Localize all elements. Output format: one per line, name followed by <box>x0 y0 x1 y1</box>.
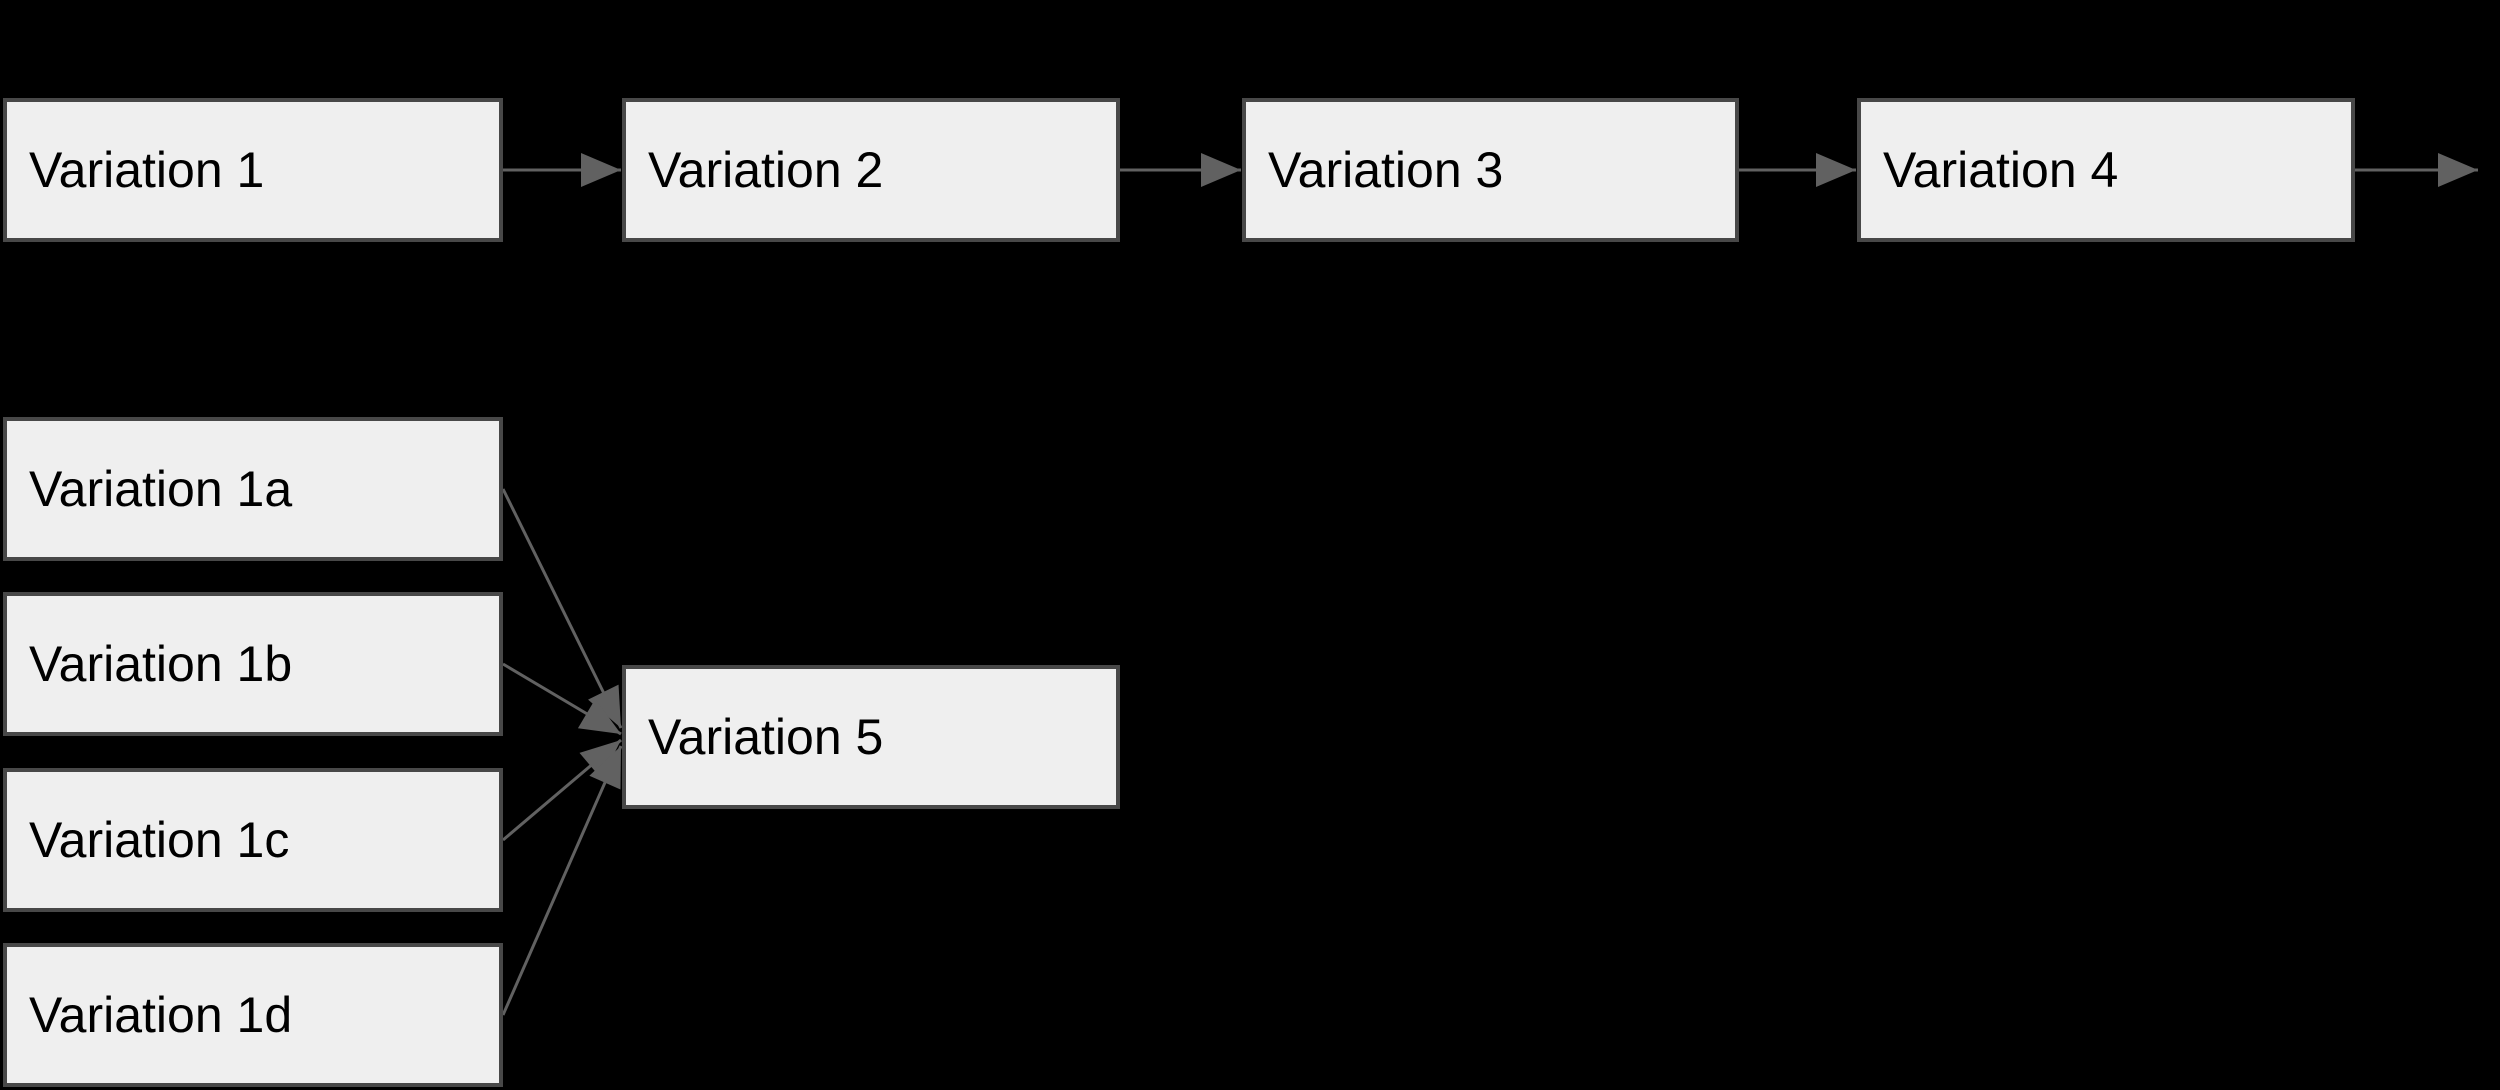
node-variation-4[interactable]: Variation 4 <box>1857 98 2355 242</box>
node-label: Variation 1b <box>29 636 293 692</box>
node-variation-1b[interactable]: Variation 1b <box>3 592 503 736</box>
node-variation-1[interactable]: Variation 1 <box>3 98 503 242</box>
node-variation-1a[interactable]: Variation 1a <box>3 417 503 561</box>
node-variation-5[interactable]: Variation 5 <box>622 665 1120 809</box>
node-label: Variation 4 <box>1883 142 2119 198</box>
connector-variation-1b-to-variation-5 <box>502 662 622 736</box>
node-label: Variation 1d <box>29 987 293 1043</box>
node-variation-1d[interactable]: Variation 1d <box>3 943 503 1087</box>
node-label: Variation 1 <box>29 142 265 198</box>
node-variation-2[interactable]: Variation 2 <box>622 98 1120 242</box>
connector-variation-1a-to-variation-5 <box>501 488 623 729</box>
connector-variation-1d-to-variation-5 <box>501 745 623 1016</box>
node-label: Variation 1c <box>29 812 290 868</box>
node-label: Variation 2 <box>648 142 884 198</box>
node-variation-1c[interactable]: Variation 1c <box>3 768 503 912</box>
connector-variation-1c-to-variation-5 <box>502 738 622 842</box>
node-variation-3[interactable]: Variation 3 <box>1242 98 1739 242</box>
node-label: Variation 3 <box>1268 142 1504 198</box>
node-label: Variation 5 <box>648 709 884 765</box>
node-label: Variation 1a <box>29 461 293 517</box>
